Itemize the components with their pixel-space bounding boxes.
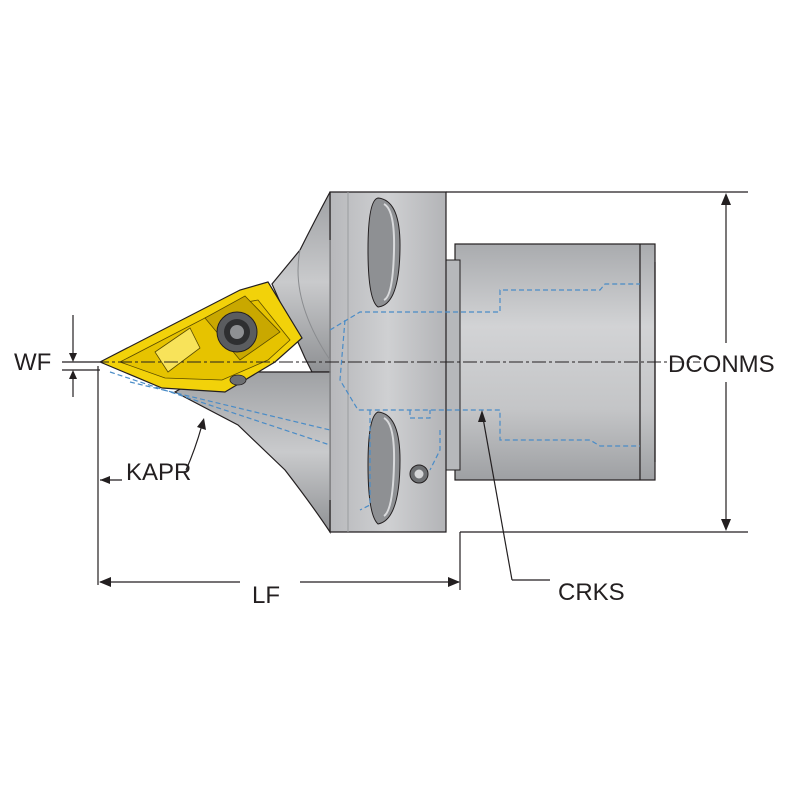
crks-label: CRKS (558, 579, 625, 606)
crks-dimension: CRKS (478, 410, 625, 606)
cutting-insert (98, 281, 303, 393)
lf-dimension: LF (99, 532, 461, 609)
torx-screw-icon (216, 311, 258, 353)
kapr-label: KAPR (126, 459, 191, 486)
dconms-label: DCONMS (668, 351, 775, 378)
wf-label: WF (14, 349, 51, 376)
flange-screw-icon (409, 464, 429, 484)
hidden-lines (109, 283, 640, 511)
kapr-dimension: KAPR (97, 366, 206, 585)
wf-dimension: WF (14, 315, 100, 397)
dconms-dimension: DCONMS (446, 191, 775, 533)
lf-label: LF (252, 582, 280, 609)
head-body (173, 191, 331, 534)
